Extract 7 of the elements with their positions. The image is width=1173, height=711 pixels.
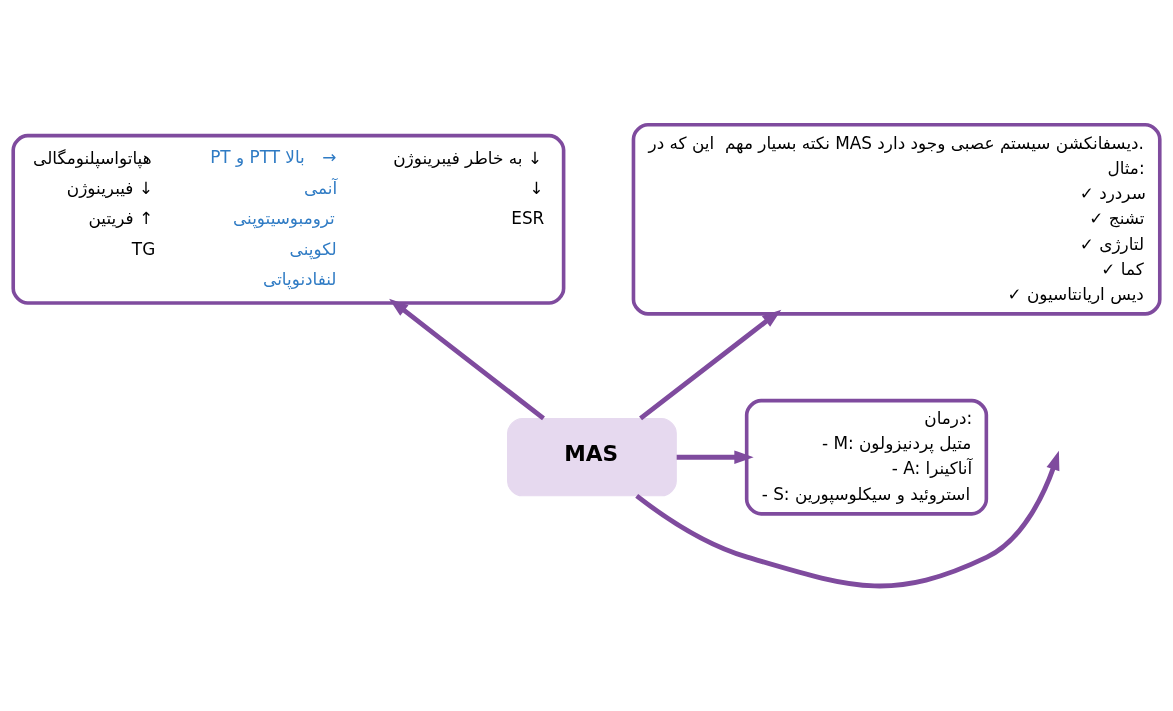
arrow	[635, 450, 1060, 589]
node-box: MAS	[507, 418, 677, 497]
arrow	[389, 298, 545, 421]
node-box: نکته بسیار مهم این که در MAS دیسفانکشن سیستم عصبی وجود دارد. مثال: ✓ سردرد ✓ تشنج ✓ لتارژی ✓ کما ✓ دیس اریانتاسیون	[631, 123, 1162, 316]
arrow	[676, 450, 754, 464]
arrow	[639, 309, 782, 421]
node-box: درمان: - M: متیل پردنیزولون - A: آناکینرا - S: استروئید و سیکلوسپورین	[744, 398, 989, 516]
